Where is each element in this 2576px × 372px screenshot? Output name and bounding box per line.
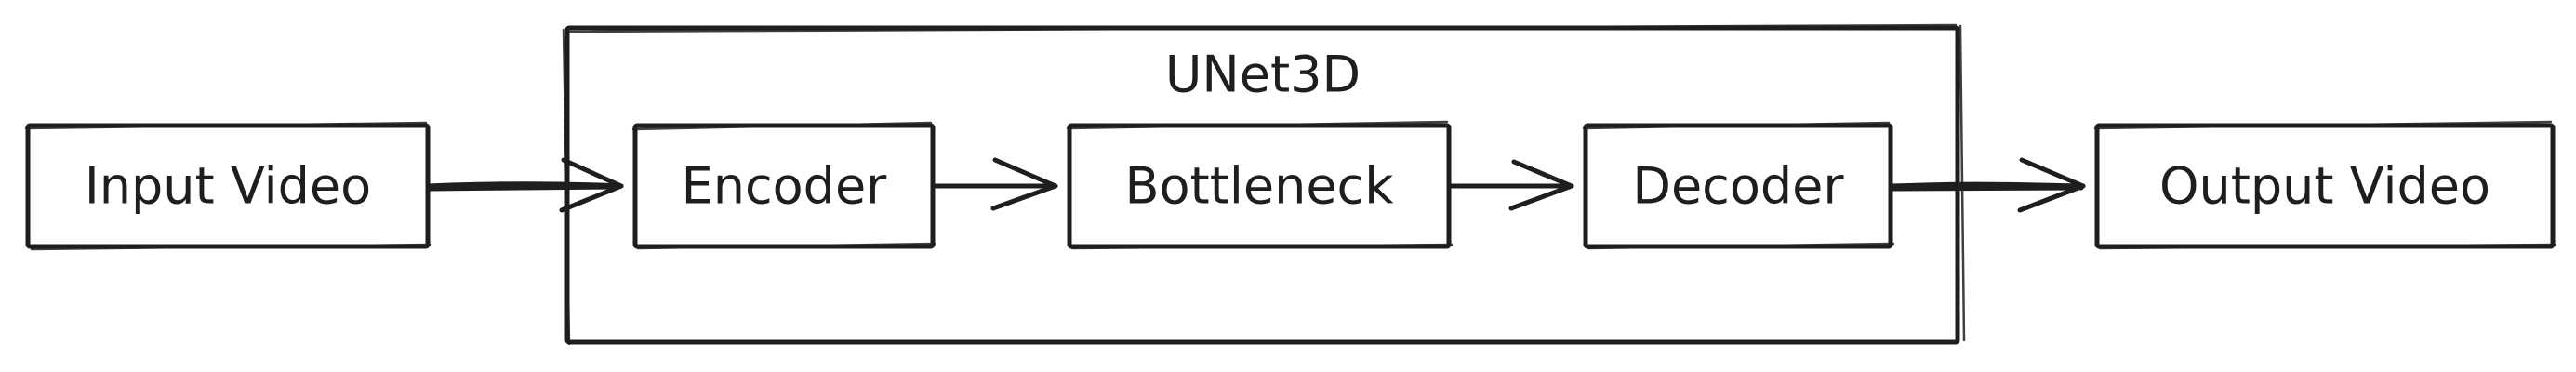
node-encoder: Encoder (631, 121, 936, 250)
node-output-video: Output Video (2093, 120, 2557, 250)
edge-encoder-to-bottleneck (930, 157, 1058, 211)
node-input-video: Input Video (24, 121, 432, 251)
node-encoder-label: Encoder (682, 157, 888, 216)
edges (425, 157, 2086, 213)
node-bottleneck-label: Bottleneck (1124, 157, 1394, 216)
edge-input-to-encoder (425, 157, 624, 213)
edge-decoder-to-output (1888, 157, 2086, 213)
node-decoder-label: Decoder (1632, 157, 1844, 216)
edge-bottleneck-to-decoder (1446, 159, 1574, 211)
node-decoder: Decoder (1582, 121, 1895, 250)
node-output-video-label: Output Video (2159, 157, 2490, 216)
unet3d-group-label: UNet3D (1165, 46, 1361, 104)
node-input-video-label: Input Video (85, 157, 371, 216)
node-bottleneck: Bottleneck (1066, 120, 1454, 250)
